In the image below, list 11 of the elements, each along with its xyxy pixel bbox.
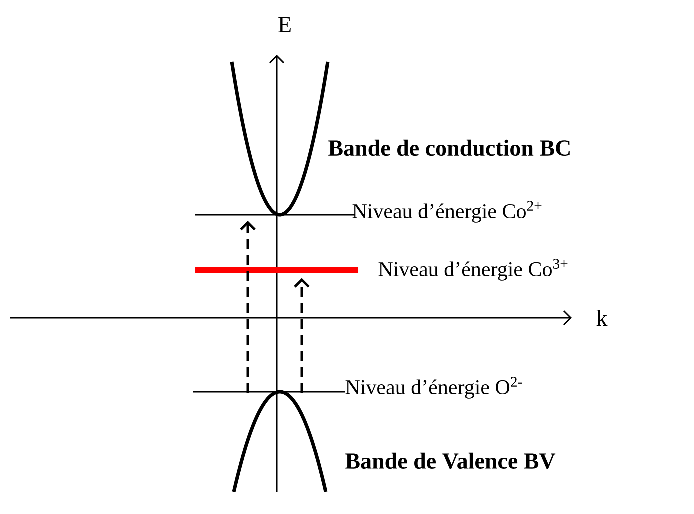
- level-label: Niveau d’énergie Co$^{2+}$: [352, 201, 542, 223]
- transition-arrow: [294, 278, 310, 393]
- band-label: Bande de Valence BV: [346, 452, 556, 470]
- level-label: Niveau d’énergie O$^{2-}$: [346, 377, 522, 399]
- axis-label: k: [596, 310, 608, 326]
- energy-level-line: [195, 214, 355, 216]
- axis-label: E: [278, 17, 291, 33]
- energy-level-line: [193, 391, 345, 393]
- band-label: Bande de conduction BC: [328, 140, 570, 156]
- transition-arrow: [240, 220, 256, 393]
- level-label: Niveau d’énergie Co$^{3+}$: [378, 259, 568, 281]
